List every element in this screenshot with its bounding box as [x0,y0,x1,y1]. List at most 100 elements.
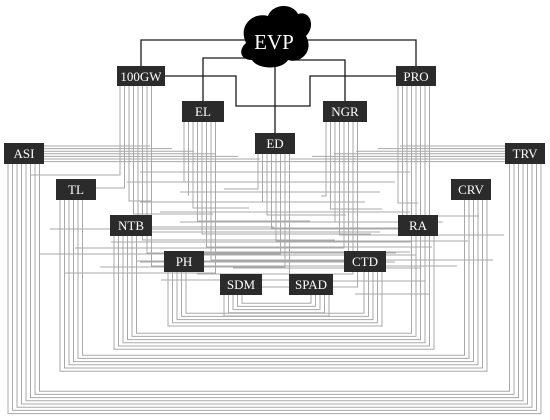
connector-line-54 [321,122,327,197]
node-box [4,143,44,164]
connector-line-18 [131,236,417,337]
connector-line-22 [176,272,374,321]
connector-line-10 [68,200,479,366]
tree-line-pro [305,39,417,66]
connector-line-3 [21,164,528,405]
connector-line-41 [197,122,310,222]
connector-line-51 [39,154,281,255]
node-el: EL [182,101,224,122]
node-label: TRV [513,146,539,161]
node-100gw: 100GW [117,66,165,86]
node-box [182,101,224,122]
connector-line-28 [237,295,316,307]
connector-line-26 [228,295,325,314]
tree-line-cross [165,75,396,107]
node-ra: RA [398,215,438,236]
node-ed: ED [255,133,295,154]
node-spad: SPAD [289,274,333,295]
node-label: EL [195,104,211,119]
connector-line-49 [271,154,407,229]
connector-line-35 [142,86,335,241]
node-label: SDM [227,277,256,292]
node-label: ASI [14,146,35,161]
node-sdm: SDM [220,274,262,295]
node-label: SPAD [295,277,327,292]
connector-line-9 [64,200,483,369]
connector-line-30 [30,86,121,176]
node-box [110,215,152,236]
connector-line-69 [355,86,430,295]
connector-line-36 [146,86,396,254]
root-label: EVP [254,30,294,54]
connector-line-1 [12,164,537,411]
connector-line-19 [136,236,412,334]
connector-line-4 [25,164,524,402]
node-label: NTB [118,218,144,233]
node-label: ED [266,136,283,151]
connector-line-67 [233,86,421,269]
connector-line-20 [167,272,383,327]
node-box [164,251,204,272]
connector-line-2 [16,164,533,408]
node-tl: TL [56,179,96,200]
connector-line-32 [128,86,152,202]
connector-line-55 [330,122,382,210]
connector-line-0 [7,164,542,415]
node-label: 100GW [120,69,162,84]
node-trv: TRV [505,143,545,164]
node-box [117,66,165,86]
root-cloud-shape [241,5,312,68]
connector-line-11 [73,200,474,363]
connector-line-12 [77,200,470,359]
node-box [289,274,333,295]
connector-line-16 [122,236,426,344]
connector-line-62 [397,86,418,204]
connector-line-66 [172,86,417,256]
connector-line-39 [188,122,189,196]
tree-connector-lines [140,39,417,133]
connector-line-31 [91,86,125,189]
connector-line-24 [185,272,365,314]
node-box [344,251,386,272]
root-node-evp: EVP [241,5,312,68]
node-box [451,179,491,200]
connector-line-21 [172,272,378,324]
node-label: CTD [352,254,378,269]
connector-line-44 [210,122,493,261]
connector-line-7 [39,164,510,392]
connector-line-8 [59,200,488,372]
tree-line-ngr [290,59,346,101]
connector-line-27 [232,295,321,311]
connector-line-43 [206,122,432,248]
node-box [255,133,295,154]
connector-line-25 [223,295,330,317]
tree-line-100gw [140,39,245,66]
connector-line-38 [127,122,185,183]
node-label: RA [409,218,428,233]
node-ngr: NGR [323,101,367,122]
connector-line-17 [127,236,421,341]
connector-line-5 [30,164,519,399]
node-box [323,101,367,122]
node-box [398,215,438,236]
connector-line-48 [266,154,346,216]
node-asi: ASI [4,143,44,164]
connector-line-58 [75,122,345,249]
connector-line-57 [339,122,504,236]
tree-line-el [202,57,262,101]
node-crv: CRV [451,179,491,200]
node-label: CRV [458,182,484,197]
node-label: PH [176,254,193,269]
connector-line-29 [241,295,312,304]
node-box [505,143,545,164]
node-ctd: CTD [344,251,386,272]
node-ph: PH [164,251,204,272]
node-label: PRO [403,69,428,84]
connector-line-13 [82,200,465,356]
node-pro: PRO [396,66,436,86]
node-label: TL [68,182,84,197]
connector-line-33 [133,86,213,215]
connector-line-46 [224,154,259,190]
connector-line-6 [34,164,515,395]
